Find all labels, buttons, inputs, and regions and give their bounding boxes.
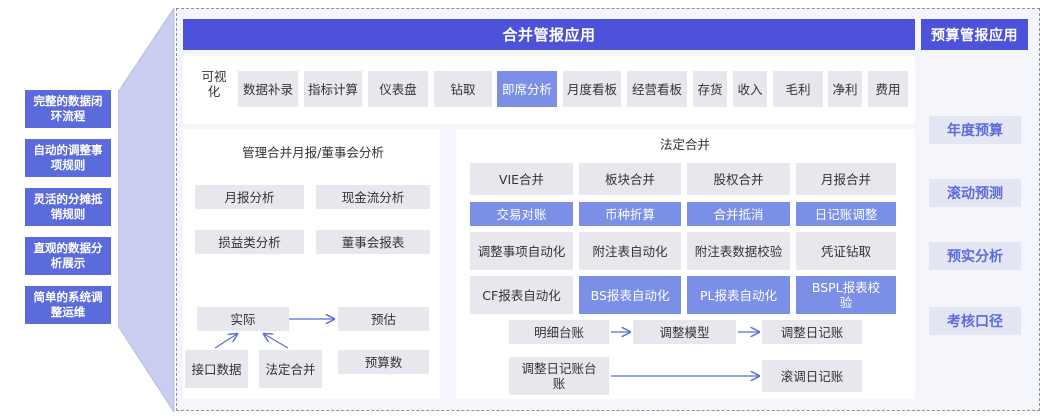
legal-item-vie[interactable]: VIE合并 xyxy=(470,163,573,195)
flow-budget-number: 预算数 xyxy=(338,350,429,374)
budget-item-rolling-forecast[interactable]: 滚动预测 xyxy=(929,179,1021,207)
legal-item-equity[interactable]: 股权合并 xyxy=(687,163,790,195)
toolbar-item-monthly-board[interactable]: 月度看板 xyxy=(563,71,621,107)
legal-item-note-validation[interactable]: 附注表数据校验 xyxy=(687,232,790,270)
legal-item-note-automation[interactable]: 附注表自动化 xyxy=(579,232,681,270)
toolbar-item-operation-board[interactable]: 经营看板 xyxy=(627,71,687,107)
mgmt-item-monthly-analysis[interactable]: 月报分析 xyxy=(195,185,304,209)
feature-item: 直观的数据分析展示 xyxy=(25,237,111,275)
toolbar-item-expense[interactable]: 费用 xyxy=(868,71,908,107)
legal-item-voucher-drill[interactable]: 凭证钻取 xyxy=(796,232,896,270)
toolbar-item-revenue[interactable]: 收入 xyxy=(733,71,767,107)
legal-item-reconciliation[interactable]: 交易对账 xyxy=(470,202,573,226)
toolbar-item-drilldown[interactable]: 钻取 xyxy=(434,71,492,107)
visualize-label: 可视化 xyxy=(201,69,227,99)
flow-adjust-model: 调整模型 xyxy=(633,320,736,344)
legal-item-monthly[interactable]: 月报合并 xyxy=(796,163,896,195)
flow-estimate: 预估 xyxy=(338,307,429,331)
toolbar-item-inventory[interactable]: 存货 xyxy=(693,71,727,107)
flow-actual: 实际 xyxy=(197,307,289,331)
mgmt-item-cashflow-analysis[interactable]: 现金流分析 xyxy=(316,185,430,209)
legal-item-journal-adjust[interactable]: 日记账调整 xyxy=(796,202,896,226)
flow-rolling-journal: 滚调日记账 xyxy=(762,360,862,392)
flow-statutory-consolidation: 法定合并 xyxy=(259,350,322,388)
feature-item: 自动的调整事项规则 xyxy=(25,139,111,177)
legal-item-currency[interactable]: 币种折算 xyxy=(579,202,681,226)
toolbar-item-adhoc-analysis[interactable]: 即席分析 xyxy=(497,71,557,107)
legal-item-cf-automation[interactable]: CF报表自动化 xyxy=(470,276,573,314)
flow-adjust-journal: 调整日记账 xyxy=(762,320,862,344)
mgmt-item-pnl-analysis[interactable]: 损益类分析 xyxy=(195,230,304,254)
flow-adjust-journal-ledger: 调整日记账台账 xyxy=(509,357,609,395)
budget-item-variance-analysis[interactable]: 预实分析 xyxy=(929,242,1021,270)
mgmt-panel-title: 管理合并月报/董事会分析 xyxy=(242,144,384,160)
legal-item-adjust-automation[interactable]: 调整事项自动化 xyxy=(470,232,573,270)
feature-item: 完整的数据闭环流程 xyxy=(25,90,111,128)
feature-item: 灵活的分摊抵销规则 xyxy=(25,188,111,226)
legal-item-bspl-validation[interactable]: BSPL报表校验 xyxy=(796,276,896,314)
budget-item-assessment[interactable]: 考核口径 xyxy=(929,307,1021,335)
legal-item-bs-automation[interactable]: BS报表自动化 xyxy=(579,276,681,314)
legal-item-elimination[interactable]: 合并抵消 xyxy=(687,202,790,226)
feature-item: 简单的系统调整运维 xyxy=(25,286,111,324)
legal-item-pl-automation[interactable]: PL报表自动化 xyxy=(687,276,790,314)
toolbar-item-gross-profit[interactable]: 毛利 xyxy=(773,71,823,107)
main-header: 合并管报应用 xyxy=(183,19,915,50)
budget-item-annual[interactable]: 年度预算 xyxy=(929,116,1021,144)
toolbar-item-indicator-calc[interactable]: 指标计算 xyxy=(304,71,362,107)
mgmt-item-board-report[interactable]: 董事会报表 xyxy=(316,230,430,254)
legal-panel-title: 法定合并 xyxy=(659,136,710,152)
flow-interface-data: 接口数据 xyxy=(185,350,248,388)
legal-item-segment[interactable]: 板块合并 xyxy=(579,163,681,195)
toolbar-item-data-entry[interactable]: 数据补录 xyxy=(238,71,298,107)
flow-detail-ledger: 明细台账 xyxy=(509,320,609,344)
budget-header: 预算管报应用 xyxy=(921,19,1028,50)
toolbar-item-dashboard[interactable]: 仪表盘 xyxy=(368,71,428,107)
toolbar-item-net-profit[interactable]: 净利 xyxy=(828,71,862,107)
connector-shape xyxy=(118,8,175,412)
